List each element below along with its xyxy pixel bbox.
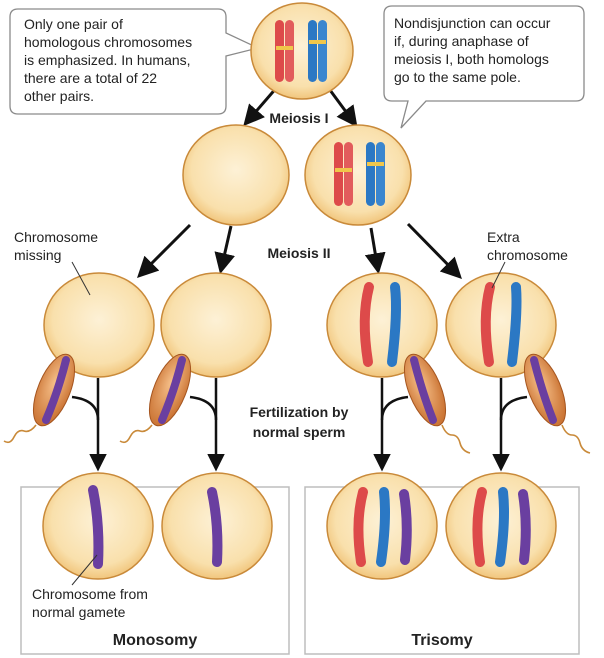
gamete-3-extra xyxy=(326,272,438,378)
callout-left-line-3: is emphasized. In humans, xyxy=(24,52,191,68)
gamete-4-extra xyxy=(445,272,557,378)
parent-chromosome-red xyxy=(275,20,294,82)
annotation-chromosome-from-1: Chromosome from xyxy=(32,586,148,602)
meiosis1-cell-both-homologs xyxy=(304,124,412,226)
annotation-extra-chromosome-2: chromosome xyxy=(487,247,568,263)
zygote-t1-chromosome-red xyxy=(353,487,368,567)
annotation-extra-chromosome-1: Extra xyxy=(487,229,520,245)
arrow-meiosis1-left xyxy=(243,85,280,127)
arrow-meiosis2-4 xyxy=(406,222,462,279)
gamete4-chromosome-red xyxy=(480,282,495,367)
arrow-meiosis2-3 xyxy=(364,227,386,275)
callout-right-line-1: Nondisjunction can occur xyxy=(394,15,551,31)
callout-left-line-5: other pairs. xyxy=(24,88,94,104)
label-fertilization-1: Fertilization by xyxy=(250,404,349,420)
callout-left-line-2: homologous chromosomes xyxy=(24,34,192,50)
zygote-t1-chromosome-purple xyxy=(399,489,412,565)
parent-chromosome-blue xyxy=(308,20,327,82)
arrow-meiosis2-1 xyxy=(137,223,192,278)
annotation-chromosome-missing-1: Chromosome xyxy=(14,229,98,245)
label-fertilization-2: normal sperm xyxy=(253,424,346,440)
callout-left-line-4: there are a total of 22 xyxy=(24,70,157,86)
sperm-3 xyxy=(403,353,471,454)
callout-right-line-2: if, during anaphase of xyxy=(394,33,529,49)
label-meiosis-2: Meiosis II xyxy=(267,245,330,261)
meiosis1-chromosome-blue xyxy=(366,142,385,206)
zygote-m2-chromosome-purple xyxy=(207,487,223,567)
zygote-t2-chromosome-purple xyxy=(518,489,531,565)
zygote-m1-chromosome-purple xyxy=(88,485,104,569)
label-meiosis-1: Meiosis I xyxy=(269,110,328,126)
annotation-chromosome-from-2: normal gamete xyxy=(32,604,126,620)
meiosis1-chromosome-red xyxy=(334,142,353,206)
zygote-t2-chromosome-blue xyxy=(495,487,509,567)
gamete4-chromosome-blue xyxy=(507,282,522,367)
arrow-meiosis2-2 xyxy=(214,225,235,275)
leader-chromosome-missing xyxy=(71,261,91,296)
callout-right-line-3: meiosis I, both homologs xyxy=(394,51,549,67)
callout-left: Only one pair of homologous chromosomes … xyxy=(9,8,260,115)
sperm-1 xyxy=(3,353,76,444)
meiosis1-cell-empty xyxy=(182,124,290,226)
callout-right-line-4: go to the same pole. xyxy=(394,69,521,85)
sperm-4 xyxy=(523,353,591,454)
callout-left-line-1: Only one pair of xyxy=(24,16,123,32)
zygote-t1-chromosome-blue xyxy=(376,487,390,567)
annotation-chromosome-missing-2: missing xyxy=(14,247,61,263)
gamete-1-missing xyxy=(43,272,155,378)
monosomy-box xyxy=(20,486,290,655)
gamete3-chromosome-blue xyxy=(387,282,401,367)
gamete3-chromosome-red xyxy=(359,282,374,367)
sperm-2 xyxy=(119,353,192,444)
fertilization-arrows xyxy=(71,378,528,472)
zygote-t2-chromosome-red xyxy=(472,487,487,567)
gamete-2-missing xyxy=(160,272,272,378)
outcome-monosomy: Monosomy xyxy=(113,632,198,649)
parent-cell xyxy=(250,2,354,100)
arrow-meiosis1-right xyxy=(325,85,358,128)
leader-chromosome-from-normal xyxy=(71,554,98,586)
callout-right: Nondisjunction can occur if, during anap… xyxy=(383,5,585,129)
trisomy-box xyxy=(304,486,580,655)
outcome-trisomy: Trisomy xyxy=(411,632,472,649)
leader-extra-chromosome xyxy=(491,261,506,289)
